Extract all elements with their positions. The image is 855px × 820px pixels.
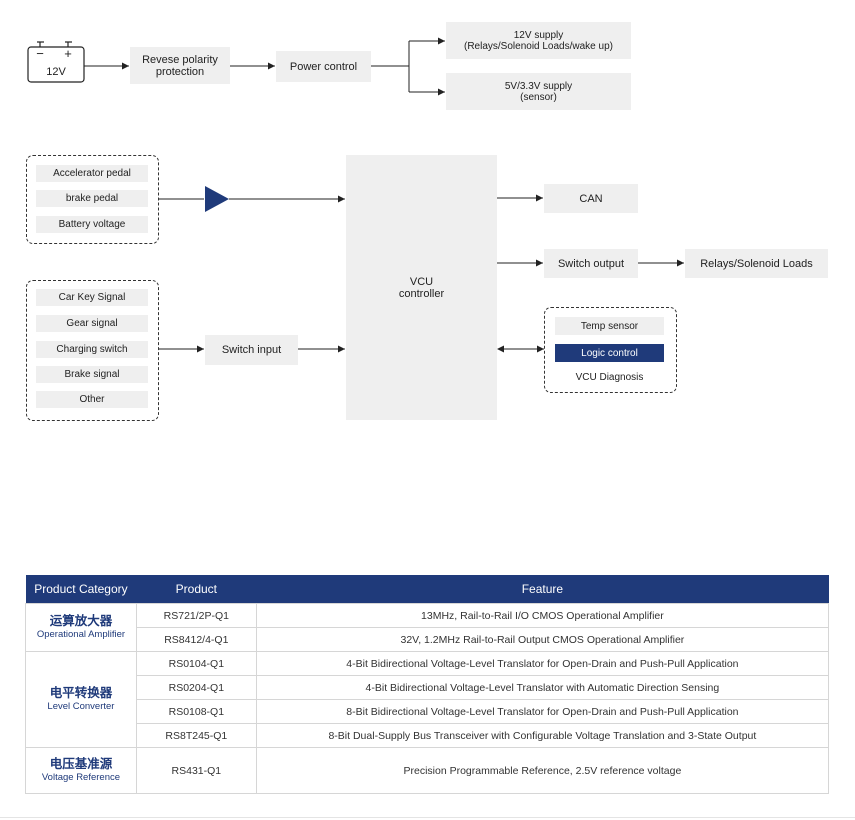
analog-inputs-group xyxy=(26,155,159,244)
feature-cell: 8-Bit Dual-Supply Bus Transceiver with C… xyxy=(255,723,830,748)
feature-cell: 4-Bit Bidirectional Voltage-Level Transl… xyxy=(255,675,830,700)
vcu-diagnosis-label: VCU Diagnosis xyxy=(575,372,644,383)
header-product-category: Product Category xyxy=(25,575,137,604)
supply-12v-subtitle: (Relays/Solenoid Loads/wake up) xyxy=(464,40,613,52)
category-cn: 电压基准源 xyxy=(49,757,113,771)
header-feature: Feature xyxy=(256,575,829,604)
product-cell: RS0108-Q1 xyxy=(135,699,257,724)
charging-switch-box: Charging switch xyxy=(36,341,148,358)
switch-inputs-group xyxy=(26,280,159,421)
feature-cell: Precision Programmable Reference, 2.5V r… xyxy=(255,747,830,794)
power-control-box: Power control xyxy=(276,51,371,82)
supply-12v-box: 12V supply (Relays/Solenoid Loads/wake u… xyxy=(446,22,631,59)
supply-5v-box: 5V/3.3V supply (sensor) xyxy=(446,73,631,110)
category-cn: 运算放大器 xyxy=(49,614,113,628)
relays-solenoid-box: Relays/Solenoid Loads xyxy=(685,249,828,278)
table-row: 电平转换器 Level Converter RS0104-Q1 4-Bit Bi… xyxy=(25,651,830,748)
battery-plus: + xyxy=(64,46,72,61)
vcu-title: VCU xyxy=(409,275,434,288)
feature-cell: 4-Bit Bidirectional Voltage-Level Transl… xyxy=(255,651,830,676)
accelerator-pedal-box: Accelerator pedal xyxy=(36,165,148,182)
table-row: RS8412/4-Q1 32V, 1.2MHz Rail-to-Rail Out… xyxy=(26,627,830,652)
car-key-signal-box: Car Key Signal xyxy=(36,289,148,306)
temp-sensor-box: Temp sensor xyxy=(555,317,664,335)
diagnosis-group xyxy=(544,307,677,393)
table-header-row: Product Category Product Feature xyxy=(25,575,829,604)
bottom-divider xyxy=(0,817,855,818)
brake-signal-box: Brake signal xyxy=(36,366,148,383)
category-en: Level Converter xyxy=(47,701,115,712)
supply-12v-title: 12V supply xyxy=(513,29,564,41)
table-row: 电压基准源 Voltage Reference RS431-Q1 Precisi… xyxy=(25,747,830,794)
other-signal-box: Other xyxy=(36,391,148,408)
category-cell-level-converter: 电平转换器 Level Converter xyxy=(25,651,137,748)
table-row: RS0108-Q1 8-Bit Bidirectional Voltage-Le… xyxy=(26,699,830,724)
product-cell: RS8412/4-Q1 xyxy=(135,627,257,652)
supply-5v-subtitle: (sensor) xyxy=(520,91,557,103)
battery-voltage-box: Battery voltage xyxy=(36,216,148,233)
product-cell: RS0204-Q1 xyxy=(135,675,257,700)
amplifier-icon xyxy=(205,186,229,212)
category-en: Voltage Reference xyxy=(41,772,121,783)
product-cell: RS8T245-Q1 xyxy=(135,723,257,748)
supply-5v-title: 5V/3.3V supply xyxy=(504,80,573,92)
product-cell: RS431-Q1 xyxy=(135,747,257,794)
category-cn: 电平转换器 xyxy=(49,686,113,700)
can-box: CAN xyxy=(544,184,638,213)
category-en: Operational Amplifier xyxy=(36,629,126,640)
product-table: Product Category Product Feature 运算放大器 O… xyxy=(25,575,830,794)
category-cell-voltage-reference: 电压基准源 Voltage Reference xyxy=(25,747,137,794)
connection-wires xyxy=(27,37,684,353)
battery-minus: − xyxy=(36,46,44,61)
feature-cell: 13MHz, Rail-to-Rail I/O CMOS Operational… xyxy=(255,603,830,628)
vcu-subtitle: controller xyxy=(398,287,445,300)
vcu-controller-box: VCU controller xyxy=(346,155,497,420)
feature-cell: 8-Bit Bidirectional Voltage-Level Transl… xyxy=(255,699,830,724)
gear-signal-box: Gear signal xyxy=(36,315,148,332)
category-cell-opamp: 运算放大器 Operational Amplifier xyxy=(25,603,137,652)
logic-control-box: Logic control xyxy=(555,344,664,362)
table-row: RS0204-Q1 4-Bit Bidirectional Voltage-Le… xyxy=(26,675,830,700)
switch-input-box: Switch input xyxy=(205,335,298,365)
switch-output-box: Switch output xyxy=(544,249,638,278)
table-row: 运算放大器 Operational Amplifier RS721/2P-Q1 … xyxy=(25,603,830,652)
feature-cell: 32V, 1.2MHz Rail-to-Rail Output CMOS Ope… xyxy=(255,627,830,652)
product-cell: RS0104-Q1 xyxy=(135,651,257,676)
table-row: RS8T245-Q1 8-Bit Dual-Supply Bus Transce… xyxy=(26,723,830,748)
header-product: Product xyxy=(136,575,257,604)
battery-label: 12V xyxy=(46,66,66,78)
brake-pedal-box: brake pedal xyxy=(36,190,148,207)
product-cell: RS721/2P-Q1 xyxy=(135,603,257,628)
reverse-polarity-box: Revese polarity protection xyxy=(130,47,230,84)
